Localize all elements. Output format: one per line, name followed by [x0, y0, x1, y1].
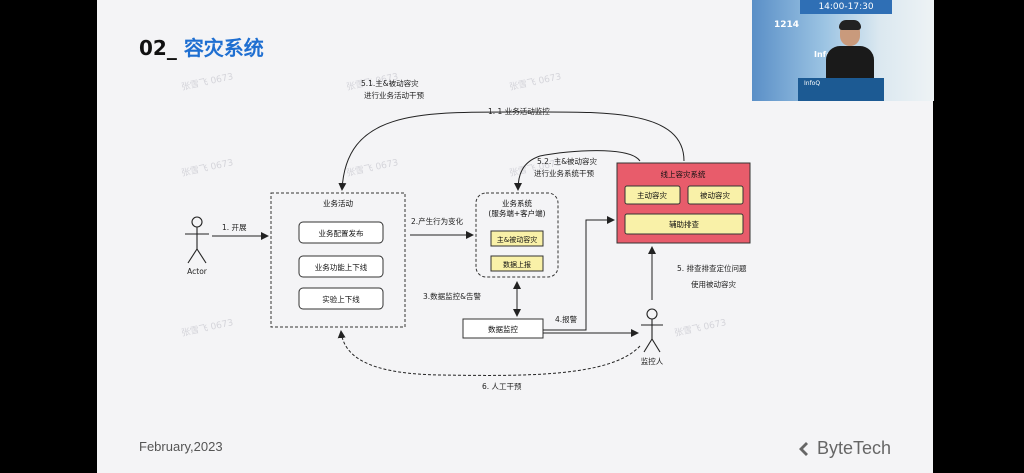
title-main: 容灾系统: [183, 36, 264, 60]
assisted-troubleshooting-label: 辅助排查: [669, 219, 699, 229]
active-passive-dr-box: [490, 230, 544, 247]
edge-label-system-intervention-1: 5.2. 主&被动容灾: [537, 156, 598, 166]
business-system-subtitle: (服务端+客户端): [488, 208, 545, 218]
experiment-online-offline-box: [298, 287, 384, 310]
edge-label-activity-intervention-1: 5.1.主&被动容灾: [361, 78, 419, 88]
video-side-text-1: 1214: [774, 20, 800, 30]
watermark: 张雪飞 0673: [345, 157, 399, 179]
presenter-video: 14:00-17:30 1214 InfoQ InfoQ: [752, 0, 934, 101]
video-banner: 14:00-17:30: [800, 0, 892, 14]
edge-label-alarm: 4.报警: [555, 314, 578, 324]
passive-dr-box: [687, 185, 744, 205]
business-activity-container: [270, 192, 406, 328]
business-config-release-box: [298, 221, 384, 244]
watermark: 张雪飞 0673: [673, 317, 727, 339]
edge-alarm: [543, 216, 615, 331]
bytetech-logo-text: ByteTech: [817, 438, 892, 458]
bytetech-logo: ByteTech: [797, 438, 891, 459]
business-system-container: [475, 192, 559, 278]
feature-online-offline-label: 业务功能上下线: [315, 262, 368, 272]
footer-date: February,2023: [139, 439, 223, 454]
assisted-troubleshooting-box: [624, 213, 744, 235]
online-dr-system-title: 线上容灾系统: [661, 169, 706, 179]
page-title: 02_ 容灾系统: [139, 32, 264, 61]
data-report-box: [490, 255, 544, 272]
video-podium: InfoQ: [798, 78, 884, 101]
edge-label-activity-intervention-2: 进行业务活动干预: [364, 90, 424, 100]
data-report-label: 数据上报: [503, 260, 531, 269]
actor-icon: [185, 216, 209, 264]
watermark: 张雪飞 0673: [508, 71, 562, 93]
watermark: 张雪飞 0673: [180, 317, 234, 339]
active-dr-label: 主动容灾: [637, 190, 667, 200]
monitor-person-icon: [641, 308, 663, 353]
edge-activity-intervention: [338, 111, 685, 191]
edge-label-troubleshoot-2: 使用被动容灾: [691, 279, 736, 289]
edge-label-start: 1. 开展: [222, 223, 247, 232]
monitor-person-label: 监控人: [641, 356, 664, 366]
edge-manual-intervention: [337, 330, 641, 376]
passive-dr-label: 被动容灾: [700, 190, 730, 200]
edge-label-monitor-alert: 3.数据监控&告警: [423, 291, 482, 301]
watermark: 张雪飞 0673: [180, 157, 234, 179]
edge-label-manual-intervention: 6. 人工干预: [482, 381, 522, 391]
edge-system-intervention: [514, 150, 641, 191]
experiment-online-offline-label: 实验上下线: [322, 294, 360, 304]
active-dr-box: [624, 185, 681, 205]
edge-label-activity-monitor: 1. 1 业务活动监控: [488, 106, 550, 116]
edge-label-system-intervention-2: 进行业务系统干预: [534, 168, 594, 178]
business-system-title: 业务系统: [502, 198, 532, 208]
feature-online-offline-box: [298, 255, 384, 278]
watermark: 张雪飞 0673: [180, 71, 234, 93]
business-config-release-label: 业务配置发布: [319, 228, 364, 238]
edge-label-troubleshoot-1: 5. 排查排查定位问题: [677, 263, 747, 273]
title-prefix: 02_: [139, 36, 177, 60]
edge-label-behavior-change: 2.产生行为变化: [411, 216, 464, 226]
actor-label: Actor: [187, 267, 208, 276]
bytetech-logo-icon: [799, 441, 808, 456]
business-activity-title: 业务活动: [323, 198, 353, 208]
active-passive-dr-label: 主&被动容灾: [497, 235, 537, 244]
data-monitor-label: 数据监控: [488, 324, 518, 334]
data-monitor-box: [462, 318, 544, 339]
